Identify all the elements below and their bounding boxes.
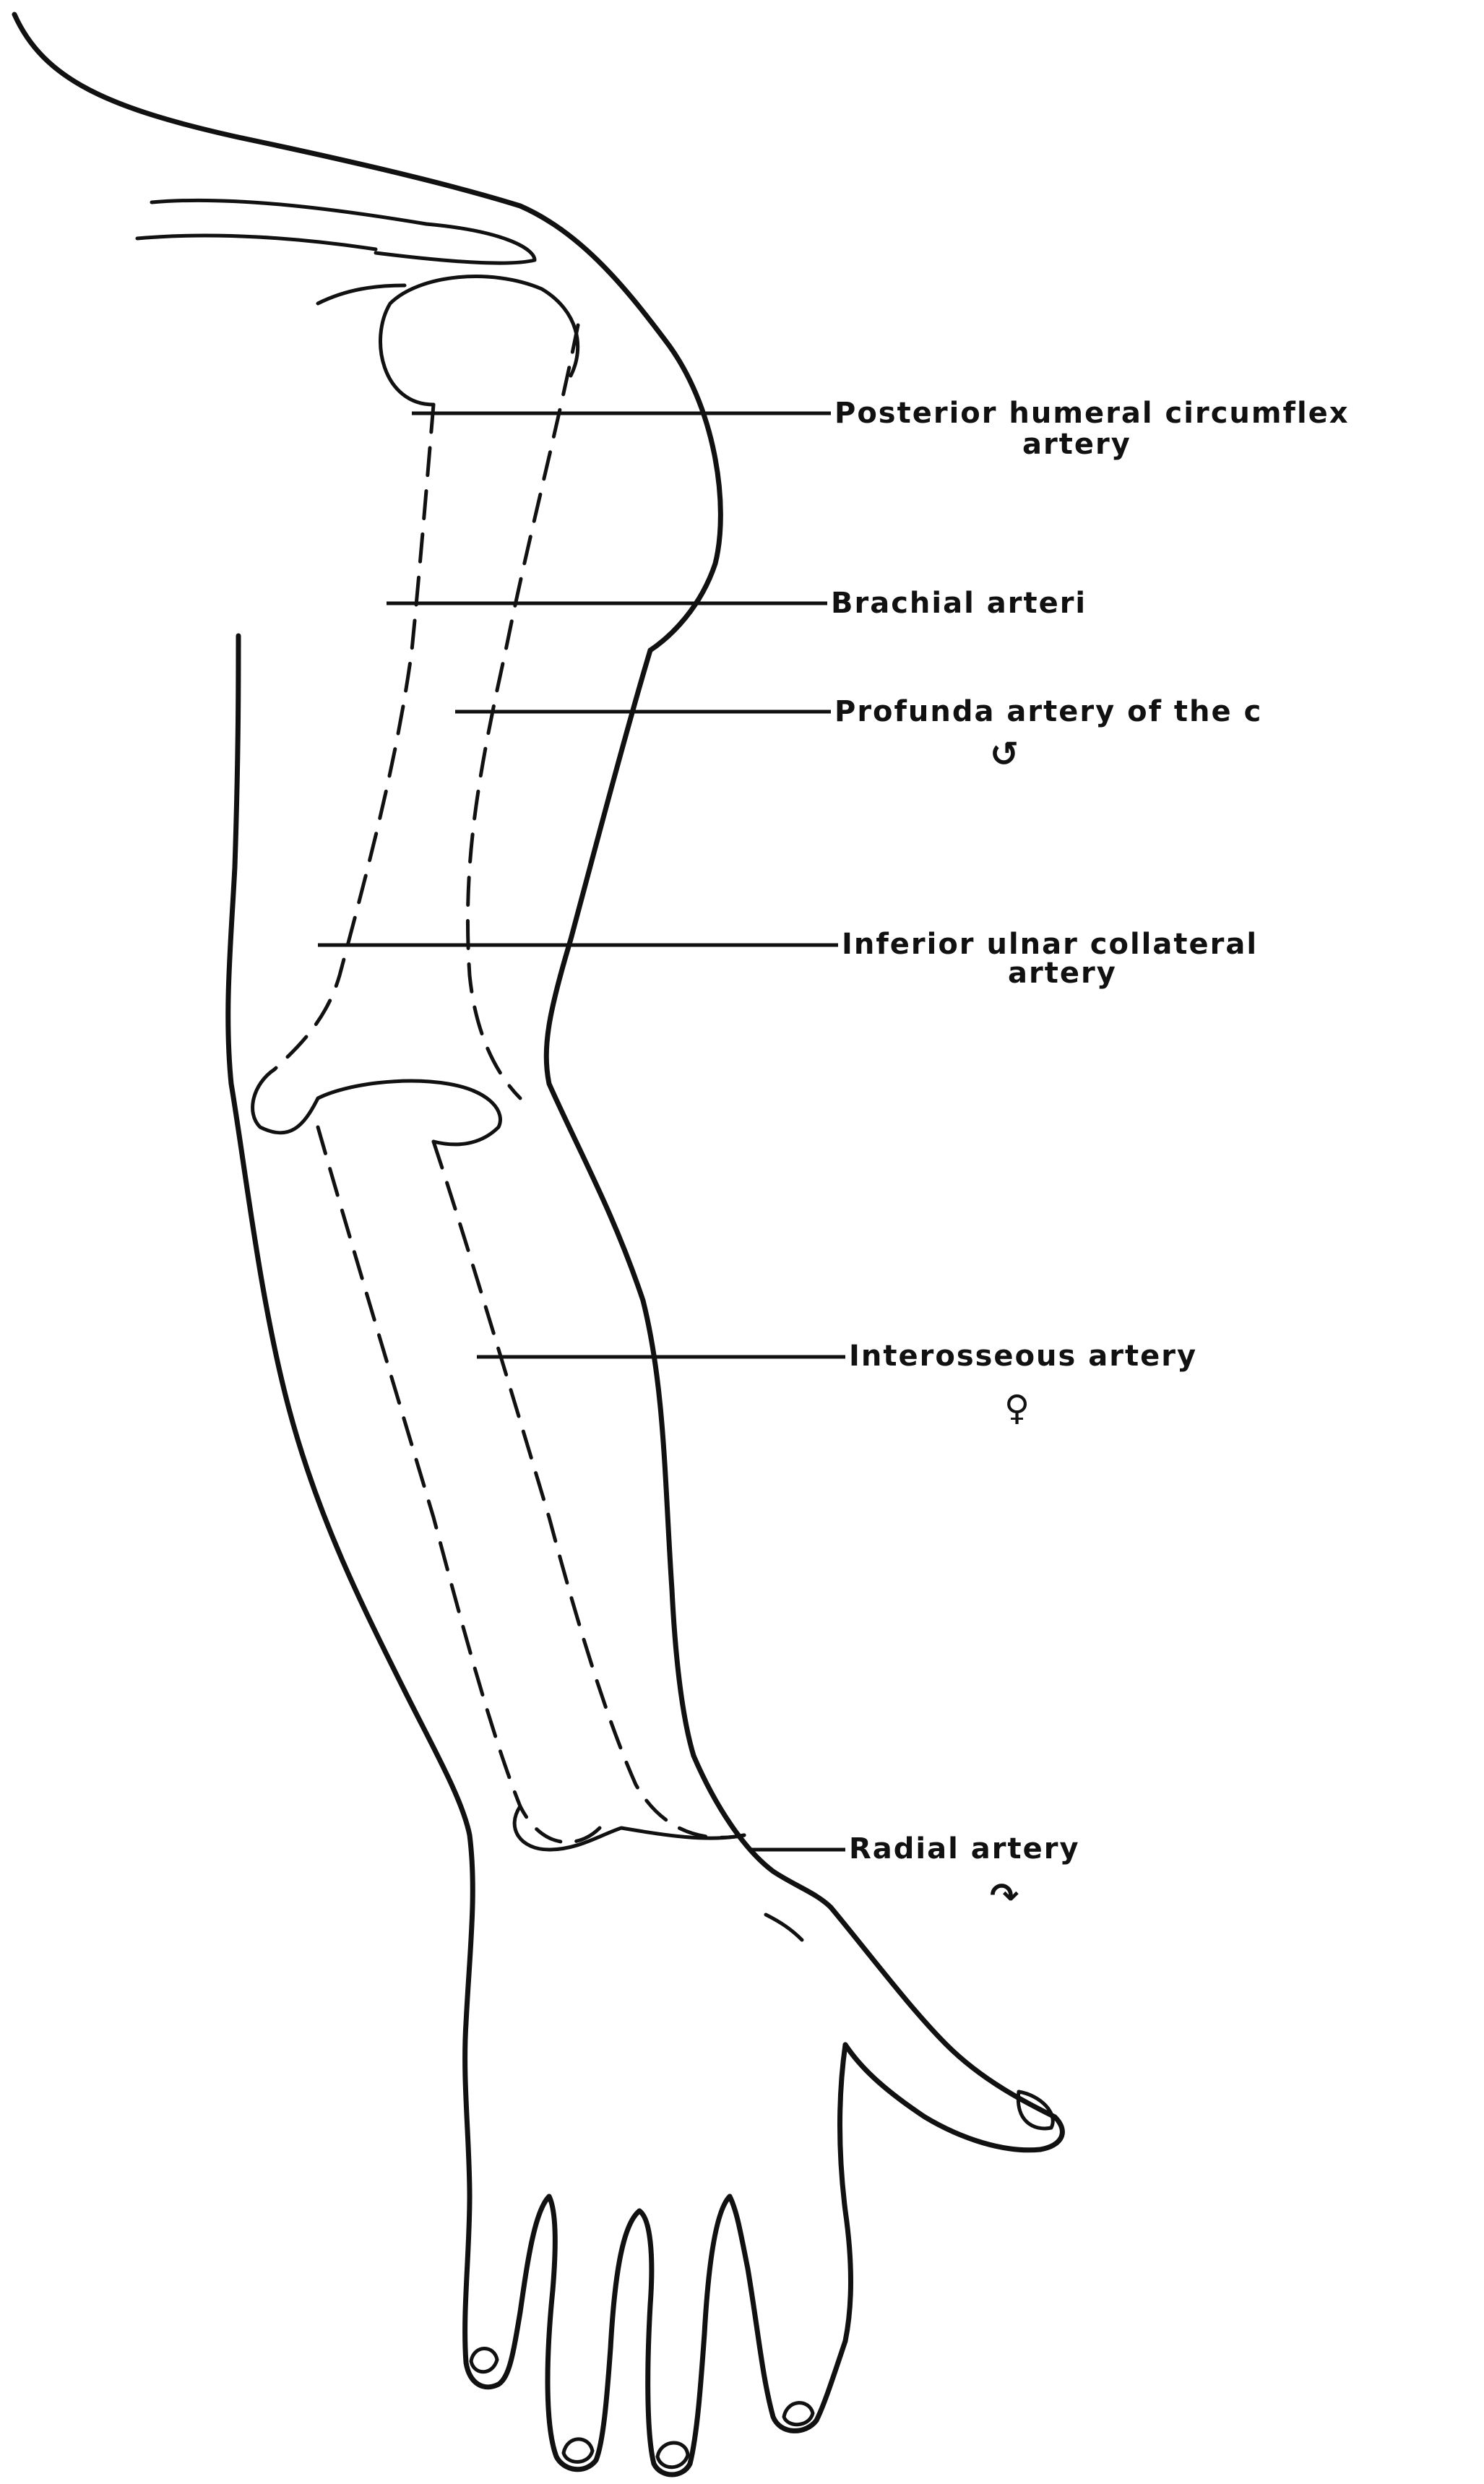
ulna-bone bbox=[433, 1142, 744, 1837]
bones bbox=[253, 277, 744, 1850]
label-interosseous: Interosseous artery bbox=[849, 1340, 1197, 1373]
thumbnail bbox=[1018, 2092, 1053, 2129]
scapula-lines bbox=[137, 200, 535, 303]
finger-middle bbox=[639, 2196, 730, 2475]
label-profunda: Profunda artery of the c bbox=[834, 695, 1262, 728]
arm-outline bbox=[14, 14, 1062, 2475]
label-radial-mark: ↷ bbox=[990, 1876, 1019, 1916]
hand-right-edge bbox=[840, 2045, 851, 2341]
label-posterior-humeral-line1: Posterior humeral circumflex bbox=[834, 397, 1350, 430]
forearm-outer-contour bbox=[694, 1756, 831, 1907]
leader-lines bbox=[318, 413, 845, 1850]
palm-crease bbox=[766, 1915, 802, 1940]
finger-little bbox=[465, 2023, 549, 2387]
wrist-carpals bbox=[514, 1806, 744, 1850]
label-interosseous-mark: ♀ bbox=[1004, 1388, 1030, 1428]
label-inferior-ulnar-line2: artery bbox=[1008, 957, 1117, 990]
finger-ring bbox=[730, 2196, 845, 2431]
fingernail-index bbox=[564, 2439, 592, 2462]
wrist-left-edge bbox=[405, 1691, 473, 2023]
humerus-head bbox=[381, 277, 578, 405]
fingernail-little bbox=[471, 2348, 497, 2371]
fingernail-ring bbox=[784, 2403, 813, 2425]
label-radial: Radial artery bbox=[849, 1832, 1080, 1866]
humerus-shaft-inner bbox=[275, 405, 433, 1069]
label-profunda-mark: ↺ bbox=[990, 734, 1019, 775]
labels: Posterior humeral circumflex artery Brac… bbox=[831, 397, 1350, 1916]
fingernail-middle bbox=[657, 2443, 688, 2467]
upper-arm-outer-contour bbox=[546, 650, 694, 1756]
radius-bone bbox=[318, 1127, 600, 1842]
elbow-condyles bbox=[253, 1069, 501, 1144]
thumb-contour bbox=[831, 1907, 1062, 2150]
label-brachial: Brachial arteri bbox=[831, 587, 1087, 620]
shoulder-top-contour bbox=[14, 14, 720, 650]
forearm-inner-contour bbox=[228, 636, 405, 1691]
label-posterior-humeral-line2: artery bbox=[1022, 428, 1131, 461]
finger-index bbox=[548, 2196, 639, 2470]
